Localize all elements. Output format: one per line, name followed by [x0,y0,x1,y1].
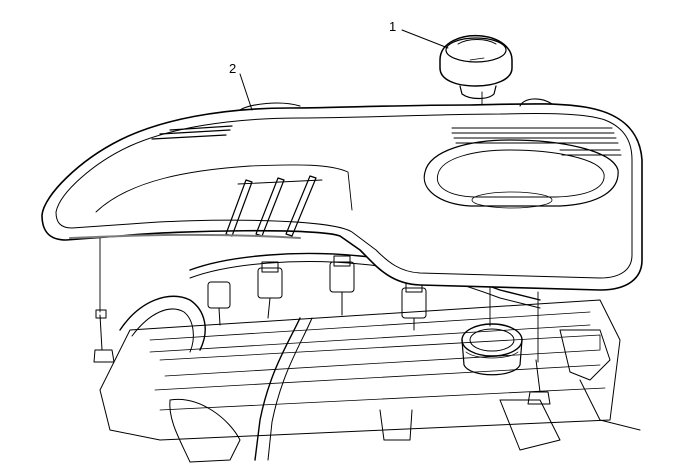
breather-hose [119,295,206,351]
callout-2-label: 2 [229,61,237,76]
cover-ribs-left [151,125,233,140]
cover-ribs-right [451,127,622,156]
valve-cover [99,299,621,441]
oil-filler-neck [461,323,523,376]
dipstick-tube [254,317,301,461]
callout-leaders [239,29,449,111]
callout-1-label: 1 [389,19,397,34]
oil-filler-cap [439,34,513,100]
engine-cover [41,98,643,291]
